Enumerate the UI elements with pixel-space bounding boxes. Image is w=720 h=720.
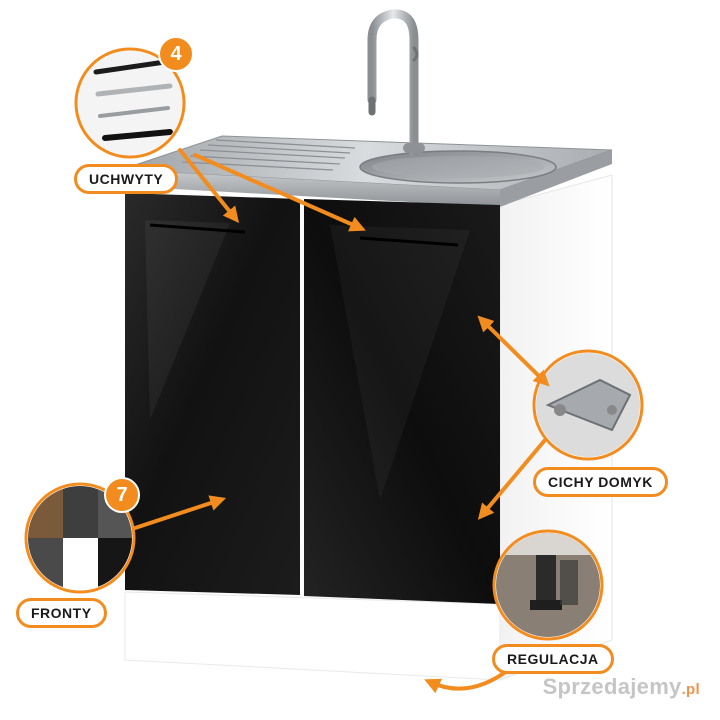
arrow-fronts: [133, 495, 227, 530]
faucet: [367, 9, 425, 157]
handles-count-badge: 4: [158, 36, 194, 72]
door-right: [304, 199, 500, 604]
fronts-label: FRONTY: [16, 598, 107, 628]
drainboard-ribs: [181, 139, 356, 171]
watermark-suffix: .pl: [681, 681, 700, 698]
handles-label: UCHWYTY: [74, 164, 179, 194]
handle-right: [359, 236, 459, 247]
cabinet-doors: [125, 193, 500, 604]
fronts-count-badge: 7: [104, 477, 140, 513]
leg-inset: [492, 529, 604, 641]
arrow-handle-left: [178, 148, 240, 223]
watermark: Sprzedajemy.pl: [543, 674, 700, 700]
arrow-hinge-top: [477, 315, 550, 387]
fronts-inset: [24, 482, 136, 594]
sink-countertop: [119, 135, 613, 207]
hinge-inset: [532, 349, 644, 461]
door-left: [125, 193, 300, 595]
watermark-text: Sprzedajemy: [542, 674, 682, 699]
arrow-hinge-bottom: [477, 438, 547, 520]
handles-inset: [74, 47, 186, 159]
handle-left: [149, 223, 246, 234]
adjustment-label: REGULACJA: [492, 644, 614, 674]
arrow-handle-right: [193, 153, 366, 232]
hinges-label: CICHY DOMYK: [533, 467, 668, 497]
